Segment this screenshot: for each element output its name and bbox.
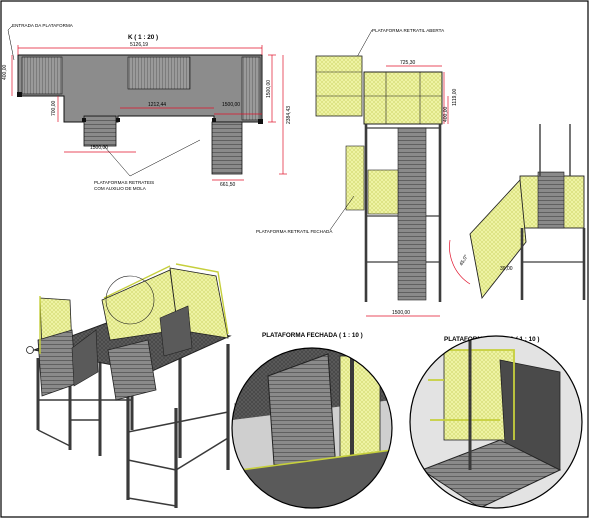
top-view-title: K ( 1 : 20 )	[128, 34, 158, 41]
dim-right-span: 1500,00	[222, 102, 240, 108]
leader-entrance	[7, 25, 15, 61]
iso-rails	[39, 263, 229, 354]
front-elevation: 45,0° 39,00	[449, 124, 586, 300]
post	[258, 119, 263, 124]
label-retractable: PLATAFORMAS RETRATEIS	[94, 180, 154, 185]
detail-closed-frame	[231, 347, 393, 509]
plan-dimension-lines	[11, 45, 287, 181]
detail-marker-top	[105, 275, 155, 325]
dim-top-width: 725,30	[400, 60, 416, 66]
post	[212, 118, 216, 122]
front-legs	[520, 228, 586, 300]
side-elevation: PLATAFORMA RETRATIL ABERTA PLATAFORMA	[256, 28, 458, 317]
iso-stair-down	[107, 339, 157, 401]
dim-stair-width: 661,50	[220, 182, 236, 188]
dim-left-height: 400,00	[2, 64, 8, 80]
dim-angle-arc	[449, 239, 471, 285]
dim-overall-height: 2384,43	[286, 106, 292, 124]
label-retractable-2: COM AUXILIO DE MOLA	[94, 186, 147, 191]
iso-right-tower-braces	[127, 411, 229, 507]
dim-step: 39,00	[500, 266, 513, 272]
dim-angle: 45,0°	[459, 254, 470, 267]
dim-right-height: 1500,00	[266, 80, 272, 98]
vertical-stair	[397, 127, 427, 301]
retractable-stair-left	[83, 115, 117, 147]
open-flap	[315, 55, 363, 117]
side-frame-posts	[364, 124, 442, 302]
isometric-view	[26, 263, 259, 508]
label-entrance: ENTRADA DA PLATAFORMA	[12, 23, 74, 28]
leader-retractable	[103, 145, 131, 177]
detail-closed: PLATAFORMA FECHADA ( 1 : 10 )	[231, 332, 393, 509]
post	[116, 118, 120, 122]
side-guard-mesh	[367, 169, 399, 215]
grate-right	[241, 56, 261, 121]
dim-mid-span: 1212,44	[148, 102, 166, 108]
dim-mid-left: 700,00	[51, 100, 57, 116]
front-handrails	[539, 124, 571, 176]
upper-guard	[363, 71, 443, 125]
side-dimension-lines	[366, 65, 449, 317]
detail-marker-left	[26, 346, 34, 354]
detail-open: PLATAFORMA ABERTA ( 1 : 10 )	[409, 335, 583, 509]
top-view-plan: K ( 1 : 20 )	[2, 23, 292, 191]
angled-gangway	[469, 178, 527, 300]
iso-panel	[159, 305, 193, 357]
grate-left	[21, 56, 63, 95]
leader-retractable-2	[129, 139, 201, 177]
dim-rail-small: 400,00	[443, 106, 449, 122]
dim-bottom-left: 1500,00	[90, 145, 108, 151]
post	[17, 92, 22, 97]
iso-panel	[71, 329, 99, 387]
retractable-stair-right	[211, 121, 243, 175]
closed-flap	[345, 145, 365, 211]
iso-left-tower-braces	[37, 399, 132, 447]
front-stair	[537, 171, 565, 229]
label-closed-platform: PLATAFORMA RETRATIL FECHADA	[256, 229, 333, 234]
dim-base-width: 1500,00	[392, 310, 410, 316]
detail-closed-title: PLATAFORMA FECHADA ( 1 : 10 )	[262, 332, 363, 339]
grate-middle	[127, 56, 191, 90]
post	[82, 118, 86, 122]
iso-stair-flap	[37, 329, 77, 397]
leader-closed	[329, 195, 355, 231]
dim-rail-height: 1119,00	[452, 88, 458, 106]
label-open-platform: PLATAFORMA RETRATIL ABERTA	[372, 28, 445, 33]
detail-open-frame	[409, 335, 583, 509]
dim-total-width: 5126,19	[130, 42, 148, 48]
